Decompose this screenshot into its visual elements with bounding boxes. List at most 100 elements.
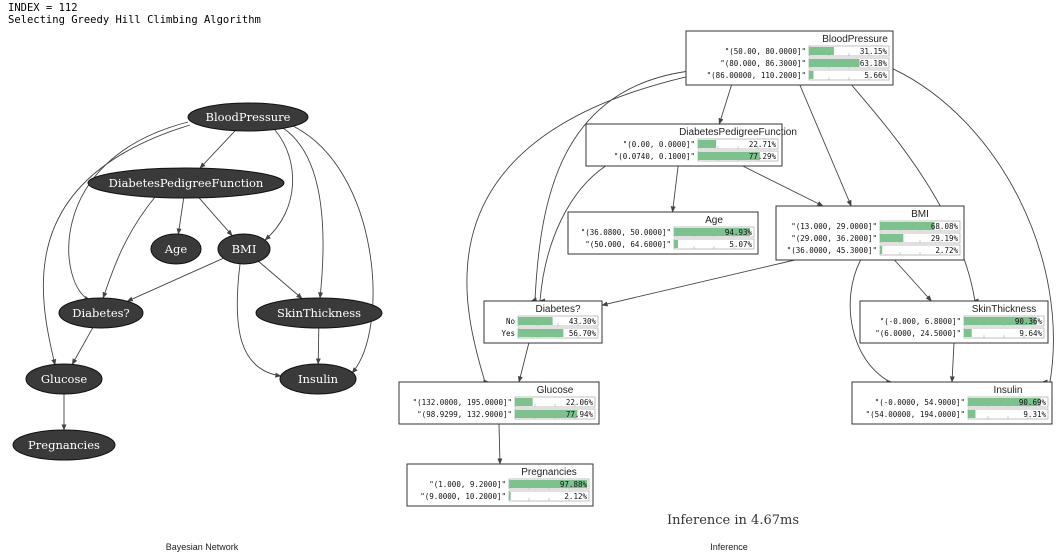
inference-time: Inference in 4.67ms <box>667 513 799 528</box>
cpt-percent-label: 31.15% <box>860 47 888 56</box>
cpt-bar <box>809 47 834 55</box>
cpt-state-label: "(80.000, 86.3000]" <box>720 59 806 68</box>
cpt-title: Pregnancies <box>521 467 577 478</box>
cpt-percent-label: 77.29% <box>749 152 777 161</box>
cpt-state-label: "(36.0000, 45.3000]" <box>787 246 877 255</box>
cpt-state-label: "(50.000, 64.6000]" <box>585 240 671 249</box>
cpt-bar <box>968 398 1041 406</box>
cpt-percent-label: 77.94% <box>566 410 594 419</box>
cpt-state-label: "(98.9299, 132.9000]" <box>417 410 512 419</box>
cpt-percent-label: 5.66% <box>864 71 887 80</box>
inference-edge-skinthickness-to-insulin <box>949 342 955 383</box>
bn-edge-bloodpressure-to-glucose <box>42 124 191 366</box>
inference-edge-bloodpressure-to-insulin <box>892 68 1054 385</box>
cpt-bar <box>509 492 511 500</box>
bn-node-label: BloodPressure <box>206 110 291 124</box>
inference-edge-bloodpressure-to-bmi <box>799 84 852 207</box>
bn-node-label: BMI <box>232 242 257 256</box>
cpt-bloodpressure[interactable]: BloodPressure"(50.00, 80.0000]"31.15%"(8… <box>685 30 894 86</box>
cpt-percent-label: 29.19% <box>931 234 959 243</box>
bn-edge-diabetespedigreefunction-to-age <box>176 197 185 235</box>
cpt-bar <box>698 140 717 148</box>
cpt-bar <box>674 228 750 236</box>
inference-edge-bloodpressure-to-glucose <box>466 76 687 385</box>
cpt-state-label: Yes <box>501 329 515 338</box>
bn-node-skinthickness[interactable]: SkinThickness <box>255 297 383 329</box>
cpt-skinthickness[interactable]: SkinThickness "(-0.000, 6.8000]" 90.36% "(6… <box>859 300 1049 344</box>
cpt-bar <box>880 246 883 254</box>
bn-node-bloodpressure[interactable]: BloodPressure <box>187 102 309 132</box>
index-line: INDEX = 112 <box>8 2 78 14</box>
bn-node-bmi[interactable]: BMI <box>217 233 271 265</box>
cpt-bar <box>968 410 976 418</box>
bn-edges <box>42 121 374 431</box>
inference-edge-bloodpressure-to-diabetes <box>530 71 687 302</box>
bn-node-label: Age <box>164 242 188 256</box>
bn-edge-diabetespedigreefunction-to-bmi <box>198 197 233 237</box>
bn-edge-bloodpressure-to-diabetes <box>68 121 189 301</box>
cpt-bar <box>674 240 679 248</box>
cpt-percent-label: 56.70% <box>569 329 597 338</box>
bn-node-age[interactable]: Age <box>150 233 202 265</box>
cpt-state-label: "(0.0740, 0.1000]" <box>614 152 695 161</box>
bn-nodes: BloodPressureDiabetesPedigreeFunctionAge… <box>12 102 383 461</box>
cpt-percent-label: 9.64% <box>1019 329 1042 338</box>
bn-edge-diabetes-to-glucose <box>71 327 94 365</box>
cpt-bar <box>964 329 972 337</box>
cpt-pregnancies[interactable]: Pregnancies "(1.000, 9.2000]" 97.88% "(9.00… <box>406 463 594 507</box>
cpt-state-label: "(0.00, 0.0000]" <box>623 140 695 149</box>
cpt-bar <box>518 329 564 337</box>
bn-node-insulin[interactable]: Insulin <box>279 363 357 395</box>
cpt-percent-label: 43.30% <box>569 317 597 326</box>
cpt-bar <box>964 317 1037 325</box>
cpt-state-label: "(86.00000, 110.2000]" <box>707 71 806 80</box>
bn-node-shape <box>255 297 383 329</box>
bn-edge-bmi-to-diabetes <box>126 257 224 302</box>
cpt-title: Insulin <box>994 385 1023 396</box>
cpt-bar <box>698 152 760 160</box>
bn-node-label: Pregnancies <box>28 438 100 452</box>
cpt-bar <box>518 317 553 325</box>
bn-node-shape <box>279 363 357 395</box>
bn-edge-bloodpressure-to-insulin <box>292 125 374 374</box>
bn-edge-bmi-to-insulin <box>236 263 282 378</box>
cpt-title: Glucose <box>537 385 574 396</box>
cpt-state-label: "(29.000, 36.2000]" <box>791 234 877 243</box>
cpt-state-label: "(9.0000, 10.2000]" <box>420 492 506 501</box>
bn-node-diabetes[interactable]: Diabetes? <box>58 297 144 329</box>
inference-edge-bmi-to-skinthickness <box>894 259 932 302</box>
cpt-percent-label: 90.36% <box>1015 317 1043 326</box>
inference-edge-diabetespedigreefunction-to-diabetes <box>538 165 606 304</box>
bn-node-label: SkinThickness <box>277 306 361 320</box>
cpt-percent-label: 90.69% <box>1019 398 1047 407</box>
bn-edge-skinthickness-to-insulin <box>315 327 321 365</box>
bn-node-label: DiabetesPedigreeFunction <box>109 176 264 190</box>
inference-edge-bloodpressure-to-diabetespedigreefunction <box>718 84 732 125</box>
cpt-title: SkinThickness <box>972 304 1036 315</box>
bn-node-glucose[interactable]: Glucose <box>25 363 103 395</box>
inference-edge-diabetespedigreefunction-to-age <box>670 165 679 213</box>
cpt-age[interactable]: Age"(36.0800, 50.0000]"94.93%"(50.000, 6… <box>567 211 759 255</box>
cpt-state-label: "(-0.000, 6.8000]" <box>880 317 961 326</box>
cpt-title: DiabetesPedigreeFunction <box>679 127 797 138</box>
cpt-title: Diabetes? <box>535 304 580 315</box>
cpt-state-label: "(54.00000, 194.0000]" <box>866 410 965 419</box>
cpt-glucose[interactable]: Glucose"(132.0000, 195.0000]"22.06%"(98.… <box>398 381 600 425</box>
cpt-insulin[interactable]: Insulin"(-0.0000, 54.9000]"90.69%"(54.00… <box>851 381 1053 425</box>
cpt-state-label: "(6.0000, 24.5000]" <box>875 329 961 338</box>
bn-node-label: Glucose <box>41 372 88 386</box>
cpt-percent-label: 5.07% <box>729 240 752 249</box>
cpt-state-label: "(1.000, 9.2000]" <box>429 480 506 489</box>
cpt-percent-label: 97.88% <box>560 480 588 489</box>
bn-node-pregnancies[interactable]: Pregnancies <box>12 429 116 461</box>
bn-node-diabetespedigreefunction[interactable]: DiabetesPedigreeFunction <box>87 167 285 199</box>
cpt-diabetespedigreefunction[interactable]: DiabetesPedigreeFunction "(0.00, 0.0000]"… <box>585 123 797 167</box>
inference-edge-bmi-to-insulin <box>849 259 893 385</box>
inference-edge-diabetespedigreefunction-to-bmi <box>742 165 824 207</box>
bn-edge-bloodpressure-to-skinthickness <box>282 127 324 299</box>
cpt-bar <box>880 234 904 242</box>
cpt-bmi[interactable]: BMI"(13.000, 29.0000]"68.08%"(29.000, 36… <box>775 205 965 261</box>
cpt-bar <box>809 71 814 79</box>
